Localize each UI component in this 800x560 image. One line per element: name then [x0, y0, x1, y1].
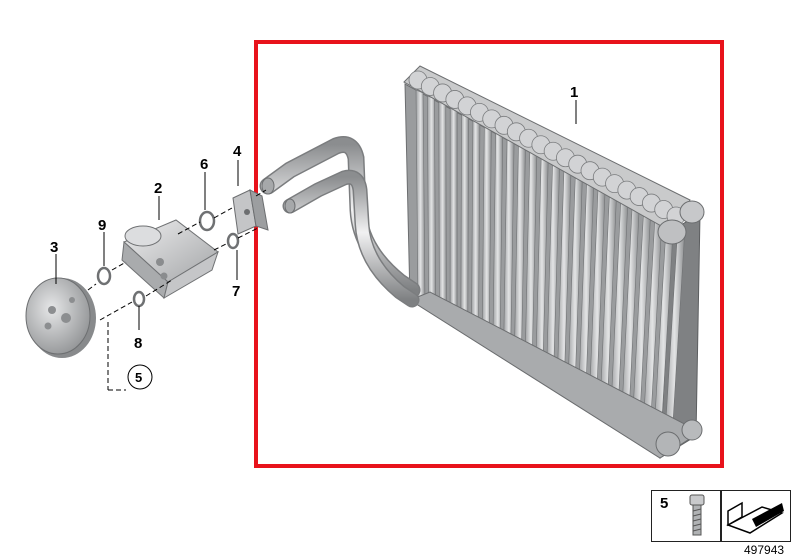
arrow-wedge-icon [726, 501, 784, 534]
image-id: 497943 [744, 543, 785, 557]
callout-2: 2 [154, 180, 162, 197]
highlight-frame [254, 40, 724, 468]
evaporator-fin [449, 107, 458, 324]
evaporator-fin [460, 112, 469, 330]
o-ring-icon[interactable] [198, 210, 216, 232]
callout-5-circle [127, 364, 153, 390]
evaporator-icon[interactable] [403, 65, 705, 459]
evaporator-fin [427, 95, 436, 311]
callout-8: 8 [134, 335, 142, 352]
evaporator-fin [438, 101, 447, 317]
flange-icon[interactable] [232, 189, 269, 235]
legend-part-number: 5 [660, 495, 669, 512]
callout-7: 7 [232, 283, 240, 300]
legend-screw-box: 5 [651, 490, 721, 542]
o-ring-icon[interactable] [96, 266, 112, 286]
o-ring-icon[interactable] [226, 232, 240, 250]
callout-1: 1 [570, 84, 578, 101]
screw-icon [689, 494, 705, 536]
legend-arrow-box [721, 490, 791, 542]
callout-4: 4 [233, 143, 242, 160]
callout-9: 9 [98, 217, 106, 234]
callout-6: 6 [200, 156, 208, 173]
cover-disc-icon[interactable] [25, 277, 96, 358]
evaporator-fin [471, 118, 481, 337]
callout-3: 3 [50, 239, 58, 256]
expansion-valve-icon[interactable] [121, 219, 219, 300]
o-ring-icon[interactable] [132, 290, 146, 308]
refrigerant-pipes-icon [259, 136, 421, 308]
leader-lines [55, 100, 577, 391]
callout-5: 5 [135, 370, 142, 385]
